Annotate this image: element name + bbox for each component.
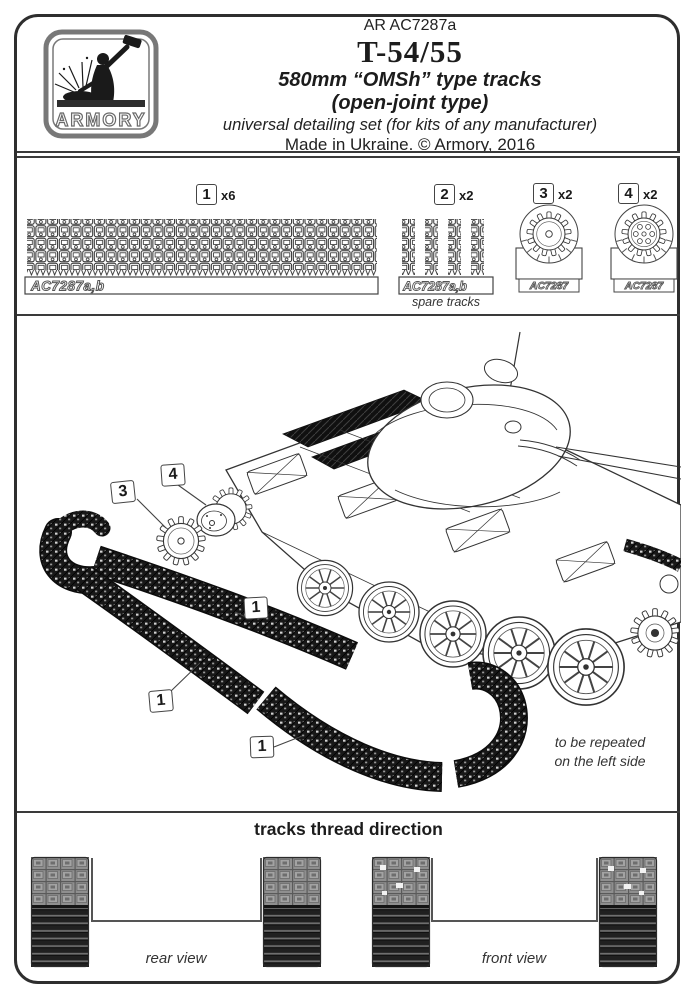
header-section: ARMORY AR AC7287a T-54/55 580mm “OMSh” t… bbox=[0, 0, 697, 154]
repeat-note-line2: on the left side bbox=[554, 753, 646, 769]
track-photo-front-right bbox=[598, 856, 658, 968]
footer-divider bbox=[17, 811, 680, 813]
blacksmith-icon bbox=[54, 34, 145, 107]
header-text: AR AC7287a T-54/55 580mm “OMSh” type tra… bbox=[150, 17, 670, 154]
plate-label-part-4: AC7287 bbox=[624, 280, 665, 292]
assembly-callout-1b: 1 bbox=[148, 688, 174, 714]
part-callout-1: 1 bbox=[196, 184, 217, 205]
leader-lines bbox=[136, 484, 303, 748]
track-band-upper bbox=[91, 545, 359, 670]
right-track-run bbox=[623, 538, 681, 572]
parts-diagram: AC7287a,b AC7287a,b bbox=[24, 204, 678, 295]
subtitle-universal: universal detailing set (for kits of any… bbox=[222, 116, 598, 134]
subtitle-track-type: 580mm “OMSh” type tracks bbox=[278, 69, 542, 91]
part-callout-2: 2 bbox=[434, 184, 455, 205]
part-qty-2: x2 bbox=[459, 188, 474, 203]
armory-logo: ARMORY bbox=[43, 29, 159, 139]
subtitle-joint-type: (open-joint type) bbox=[331, 92, 489, 114]
sprue-part-2: AC7287a,b bbox=[398, 219, 494, 295]
sprocket-part-3: AC7287 bbox=[515, 204, 583, 293]
part-callout-3: 3 bbox=[533, 183, 554, 204]
assembly-callout-1a: 1 bbox=[243, 596, 269, 620]
bracket-lines bbox=[91, 858, 598, 922]
loose-sprocket-3 bbox=[156, 516, 206, 566]
plate-label-part-2: AC7287a,b bbox=[402, 280, 467, 294]
gun-barrel bbox=[555, 446, 681, 480]
rear-view-label: rear view bbox=[145, 950, 207, 967]
track-photo-rear-right bbox=[262, 856, 322, 968]
product-code: AR AC7287a bbox=[363, 17, 457, 34]
spare-tracks-caption: spare tracks bbox=[411, 295, 481, 309]
track-photo-rear-left bbox=[30, 856, 90, 968]
loose-sprocket-4 bbox=[196, 487, 253, 537]
footer-heading: tracks thread direction bbox=[254, 819, 443, 839]
page-border bbox=[14, 14, 680, 984]
assembly-callout-1c: 1 bbox=[249, 735, 275, 759]
track-photo-front-left bbox=[371, 856, 431, 968]
sprue-part-1: AC7287a,b bbox=[24, 219, 379, 295]
track-band-lower bbox=[256, 661, 528, 792]
track-band-middle bbox=[75, 566, 265, 715]
subtitle-origin: Made in Ukraine. © Armory, 2016 bbox=[284, 135, 536, 154]
front-view-label: front view bbox=[481, 950, 547, 967]
header-divider bbox=[17, 151, 680, 158]
thread-direction-diagram bbox=[30, 856, 658, 968]
part-qty-4: x2 bbox=[643, 187, 658, 202]
repeat-note-line1: to be repeated bbox=[554, 734, 646, 750]
parts-divider bbox=[17, 314, 680, 316]
page-title: T-54/55 bbox=[357, 34, 463, 69]
plate-label-part-1: AC7287a,b bbox=[30, 279, 105, 294]
drive-sprocket-right bbox=[630, 574, 680, 658]
tank-assembly-drawing bbox=[39, 331, 681, 792]
assembly-callout-4: 4 bbox=[160, 463, 186, 487]
turret bbox=[367, 358, 681, 510]
part-qty-1: x6 bbox=[221, 188, 236, 203]
part-qty-3: x2 bbox=[558, 187, 573, 202]
repeat-note: to be repeated on the left side bbox=[540, 733, 660, 771]
plate-label-part-3: AC7287 bbox=[529, 280, 570, 292]
sprocket-part-4: AC7287 bbox=[610, 204, 678, 293]
assembly-callout-3: 3 bbox=[109, 479, 137, 505]
part-callout-4: 4 bbox=[618, 183, 639, 204]
logo-wordmark: ARMORY bbox=[55, 110, 146, 130]
